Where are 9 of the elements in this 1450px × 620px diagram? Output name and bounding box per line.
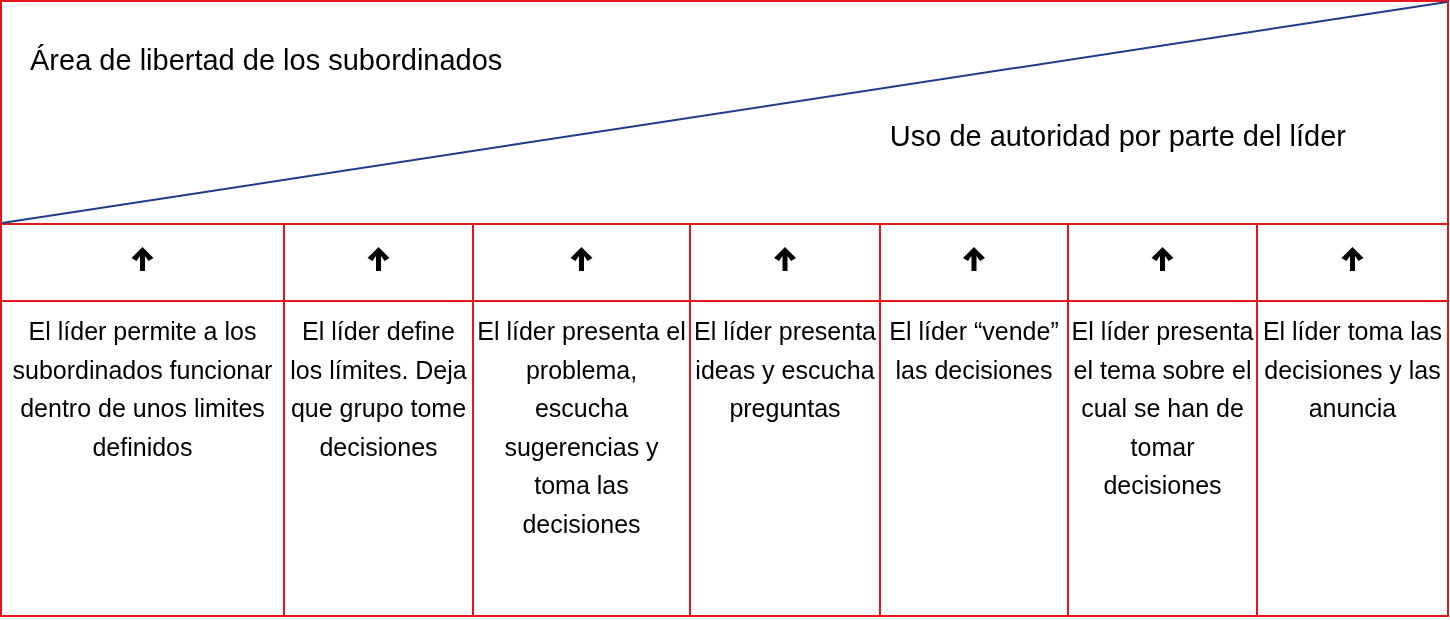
cell-text: El líder “vende” las decisiones bbox=[888, 316, 1060, 386]
cell-text: El líder define los límites. Deja que grupo tome decisiones bbox=[289, 316, 468, 463]
cell-text: El líder toma las decisiones y las anuncia bbox=[1261, 316, 1444, 424]
area-label: Uso de autoridad por parte del líder bbox=[889, 120, 1346, 153]
area-label: Área de libertad de los subordinados bbox=[30, 44, 503, 77]
cell-text: El líder presenta el problema, escucha sugerencias y toma las decisiones bbox=[476, 316, 687, 540]
cell-text: El líder presenta ideas y escucha preguntas bbox=[693, 316, 877, 424]
cell-text: El líder presenta el tema sobre el cual se han de tomar decisiones bbox=[1071, 316, 1254, 501]
cell-text: El líder permite a los subordinados funcionar dentro de unos limites definidos bbox=[11, 316, 274, 463]
